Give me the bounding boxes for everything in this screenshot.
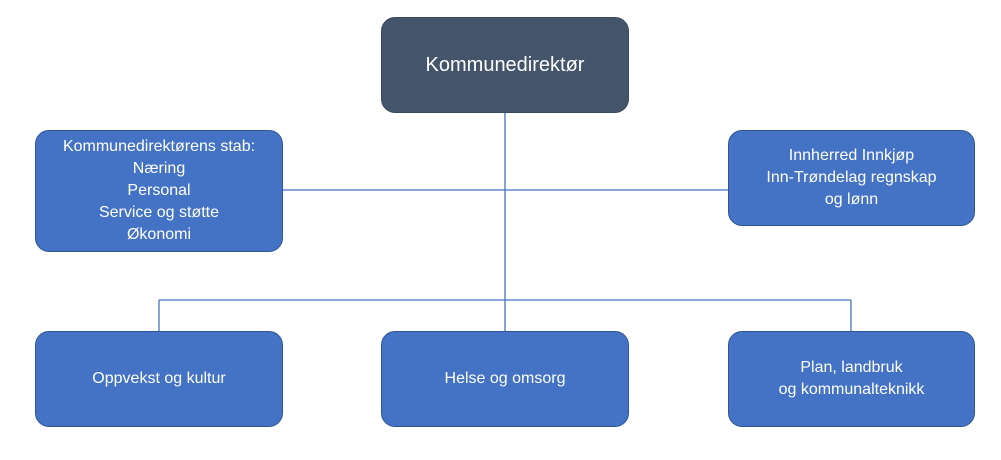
kommunedirektor-label: Kommunedirektør — [425, 54, 585, 76]
unit-box-oppvekst: Oppvekst og kultur — [35, 331, 283, 427]
unit-box-plan: Plan, landbruk og kommunalteknikk — [728, 331, 975, 427]
unit-label: og kommunalteknikk — [778, 381, 925, 398]
staff-left-line: Personal — [127, 182, 191, 199]
staff-right-line: Inn-Trøndelag regnskap — [766, 169, 937, 186]
unit-label: Oppvekst og kultur — [92, 370, 226, 387]
staff-right-line: og lønn — [824, 191, 879, 208]
unit-label: Helse og omsorg — [444, 370, 566, 387]
unit-box-helse: Helse og omsorg — [381, 331, 629, 427]
staff-box-left: Kommunedirektørens stab: Næring Personal… — [35, 130, 283, 252]
kommunedirektor-box: Kommunedirektør — [381, 17, 629, 113]
staff-right-line: Innherred Innkjøp — [788, 147, 915, 164]
staff-left-line: Økonomi — [126, 226, 192, 243]
staff-left-line: Service og støtte — [98, 204, 220, 221]
staff-left-line: Kommunedirektørens stab: — [62, 138, 256, 155]
unit-label: Plan, landbruk — [800, 359, 903, 376]
staff-left-line: Næring — [132, 160, 186, 177]
staff-box-right: Innherred Innkjøp Inn-Trøndelag regnskap… — [728, 130, 975, 226]
